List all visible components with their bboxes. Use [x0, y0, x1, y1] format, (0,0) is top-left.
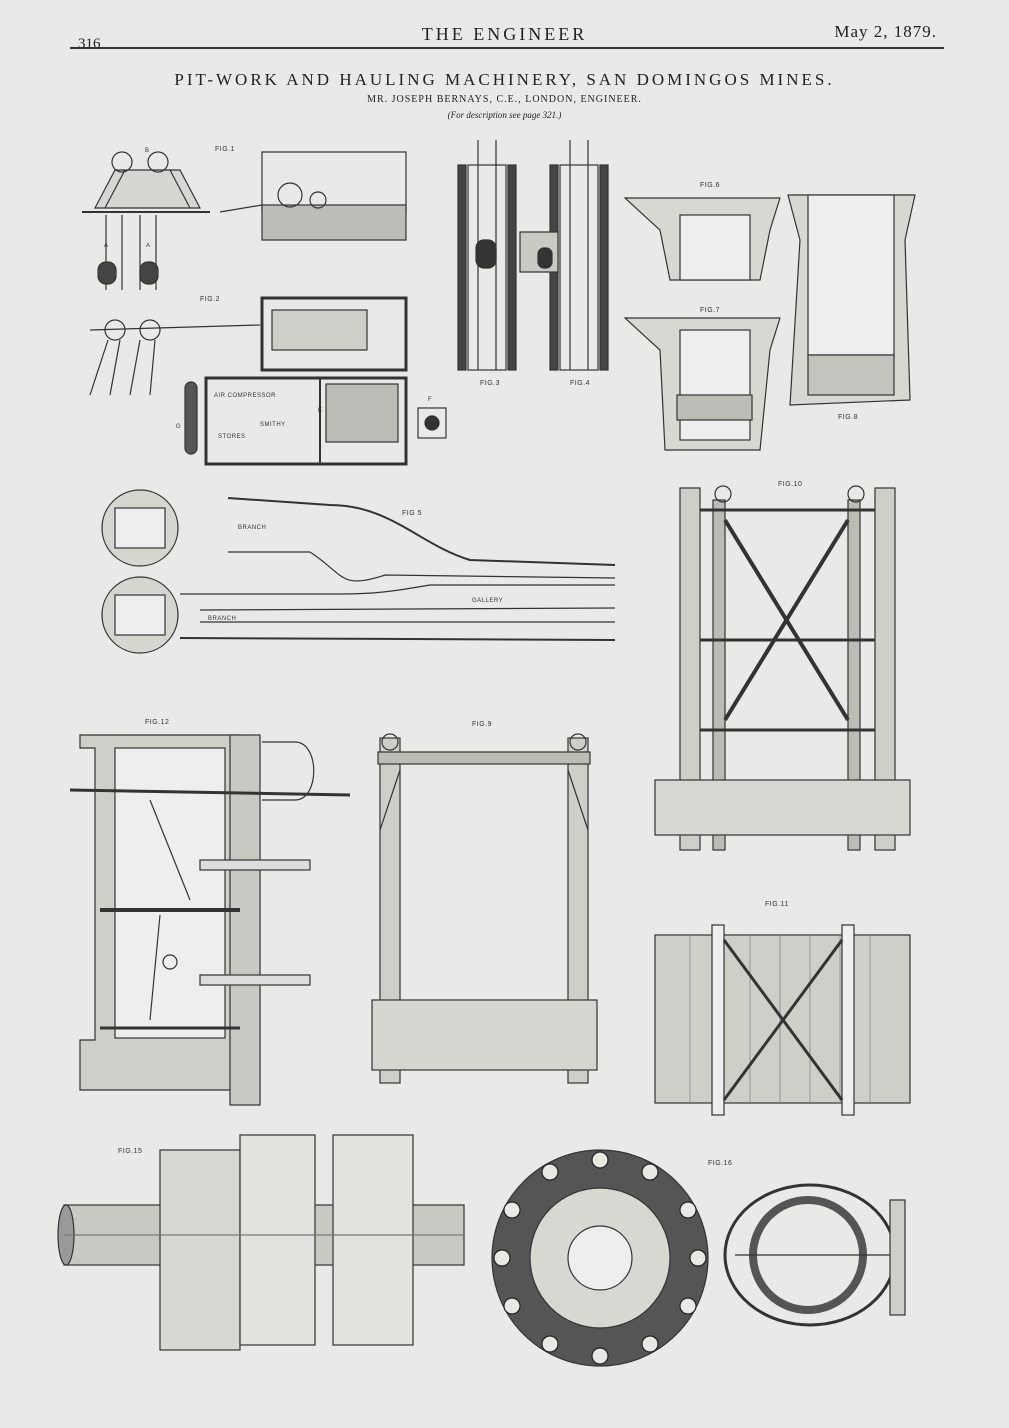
fig10-drawing: [654, 485, 911, 851]
fig6-caption: FIG.6: [700, 182, 721, 189]
article-note: (For description see page 321.): [447, 110, 562, 120]
fig7-caption: FIG.7: [700, 307, 721, 314]
fig10-caption: FIG.10: [778, 481, 803, 488]
header-rule: [70, 47, 944, 49]
label-air-compressor: AIR COMPRESSOR: [214, 393, 277, 399]
label-a-left: A: [104, 243, 109, 249]
label-branch-lower: BRANCH: [208, 616, 237, 622]
label-e: E: [318, 408, 323, 414]
label-a-right: A: [146, 243, 151, 249]
article-byline: MR. JOSEPH BERNAYS, C.E., LONDON, ENGINE…: [367, 94, 642, 105]
fig2-caption: FIG.2: [200, 296, 221, 303]
fig12-drawing: [69, 734, 351, 1106]
label-b: B: [145, 148, 150, 154]
fig3-caption: FIG.3: [480, 380, 501, 387]
fig9-caption: FIG.9: [472, 721, 493, 728]
fig16-caption: FIG.16: [708, 1160, 733, 1167]
fig12-caption: FIG.12: [145, 719, 170, 726]
fig1-drawing: [82, 151, 407, 290]
article-title: PIT-WORK AND HAULING MACHINERY, SAN DOMI…: [174, 70, 835, 89]
fig4-caption: FIG.4: [570, 380, 591, 387]
issue-date: May 2, 1879.: [834, 22, 937, 41]
label-smithy: SMITHY: [260, 422, 286, 428]
fig6-fig8-drawing: [623, 194, 916, 451]
label-g: G: [176, 424, 182, 430]
fig11-drawing: [654, 924, 911, 1116]
fig16-drawing: [491, 1149, 906, 1367]
label-stores: STORES: [218, 434, 246, 440]
fig15-drawing: [57, 1134, 465, 1351]
fig5-caption: FIG 5: [402, 510, 423, 517]
journal-title: THE ENGINEER: [421, 24, 588, 44]
fig11-caption: FIG.11: [765, 901, 789, 908]
fig1-caption: FIG.1: [215, 146, 236, 153]
fig15-caption: FIG.15: [118, 1148, 143, 1155]
fig9-drawing: [371, 733, 598, 1084]
fig3-fig4-drawing: [457, 140, 609, 371]
label-gallery: GALLERY: [472, 598, 504, 604]
label-branch-upper: BRANCH: [238, 525, 267, 531]
fig8-caption: FIG.8: [838, 414, 859, 421]
label-f: F: [428, 397, 433, 403]
fig5-drawing: [101, 489, 616, 654]
fig2-drawing: [89, 296, 447, 466]
